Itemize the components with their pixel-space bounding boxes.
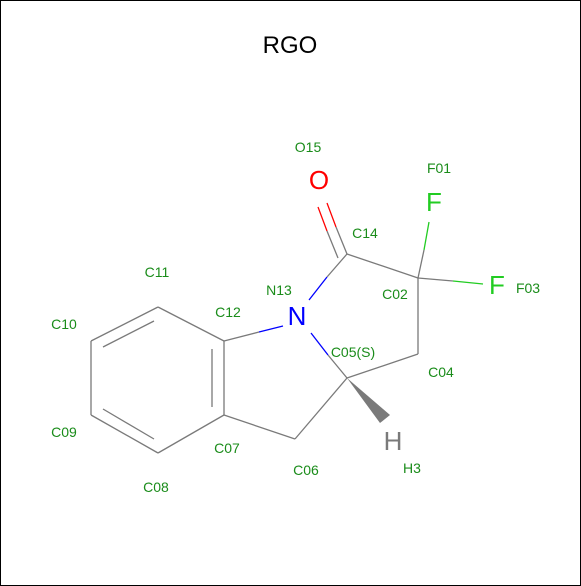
fluorine-bonds xyxy=(417,221,484,285)
atom-labels: O15 F01 C14 C11 N13 C02 F03 C10 C12 C05(… xyxy=(51,139,540,495)
atom-n13: N xyxy=(288,301,307,331)
bond-c14-o15-b2 xyxy=(317,206,328,232)
label-c09: C09 xyxy=(51,424,77,440)
label-c14: C14 xyxy=(352,225,378,241)
label-c07: C07 xyxy=(214,440,240,456)
aromatic-inner-2 xyxy=(102,408,155,440)
bond-c14-o15-a1 xyxy=(335,226,348,255)
label-c11: C11 xyxy=(145,264,170,280)
atom-f03: F xyxy=(489,270,505,300)
carbonyl-bond xyxy=(317,202,348,259)
bond-c11-c12 xyxy=(157,306,225,342)
bond-c02-f01-b xyxy=(423,221,430,251)
bond-c05-n13-a xyxy=(327,354,348,379)
label-h3: H3 xyxy=(403,460,421,476)
benzene-ring xyxy=(90,306,225,454)
label-c08: C08 xyxy=(143,479,169,495)
label-c12: C12 xyxy=(215,304,241,320)
bond-c10-c11 xyxy=(90,306,159,342)
label-c05: C05(S) xyxy=(331,344,375,360)
bond-c12-n13-a xyxy=(223,331,260,342)
label-f03: F03 xyxy=(516,280,540,296)
nitrogen-bonds xyxy=(223,253,348,379)
label-n13: N13 xyxy=(266,282,292,298)
aromatic-inner-3 xyxy=(102,320,155,348)
label-c04: C04 xyxy=(428,364,454,380)
bond-c07-c06 xyxy=(223,414,296,440)
bond-c02-f03-b xyxy=(452,280,484,285)
bond-c14-n13-b xyxy=(308,276,328,301)
bond-c02-c14 xyxy=(346,253,419,279)
label-o15: O15 xyxy=(295,139,322,155)
wedge-bond-c05-h3 xyxy=(347,378,390,423)
diagram-title: RGO xyxy=(263,32,318,59)
atom-o15: O xyxy=(309,165,329,195)
bond-c12-n13-b xyxy=(258,325,284,333)
bond-c14-o15-b1 xyxy=(326,202,337,228)
ring-bonds xyxy=(223,253,419,440)
bond-c05-n13-b xyxy=(310,332,329,356)
label-f01: F01 xyxy=(427,160,451,176)
bond-c02-f03-a xyxy=(417,277,454,282)
atom-f01: F xyxy=(426,187,442,217)
bond-c05-c04 xyxy=(346,353,419,379)
atom-h3: H xyxy=(384,426,403,456)
bond-c02-f01-a xyxy=(417,249,425,279)
bond-c06-c05 xyxy=(294,377,348,440)
bond-c14-n13-a xyxy=(326,253,348,278)
label-c10: C10 xyxy=(51,316,77,332)
label-c02: C02 xyxy=(382,286,408,302)
bond-c08-c09 xyxy=(90,414,159,454)
label-c06: C06 xyxy=(293,462,319,478)
bond-c14-o15-a2 xyxy=(326,230,339,259)
bond-c07-c08 xyxy=(157,414,225,454)
